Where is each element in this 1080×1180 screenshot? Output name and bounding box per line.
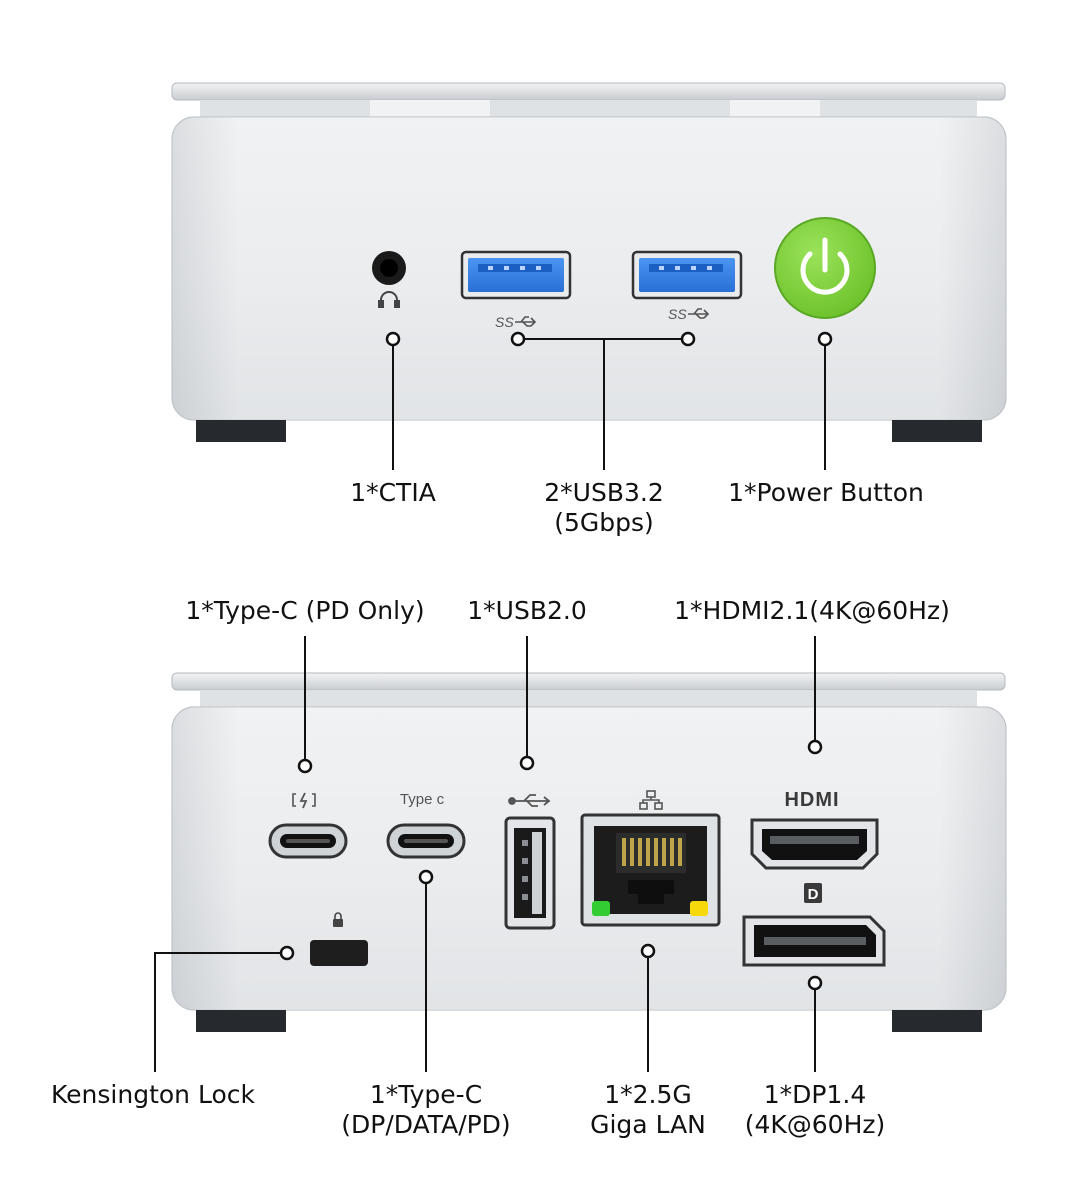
superspeed-usb-icon: SS (668, 306, 710, 322)
typec-pd-port (268, 823, 348, 859)
typec-full-port (386, 823, 466, 859)
front-foot-left (196, 420, 286, 442)
usb20-label: 1*USB2.0 (467, 596, 587, 625)
front-lid-gap (200, 100, 977, 118)
rear-foot-right (892, 1010, 982, 1032)
usb20-callout-dot (519, 755, 535, 771)
usb32-port-2 (631, 250, 743, 300)
ctia-callout-dot (385, 331, 401, 347)
headphone-icon (378, 291, 400, 308)
typec-full-label-line2: (DP/DATA/PD) (341, 1110, 511, 1139)
power-button (774, 217, 876, 319)
rear-foot-left (196, 1010, 286, 1032)
typec-pd-callout-dot (297, 758, 313, 774)
power-icon (800, 237, 850, 295)
usb32-callout-dot-2 (680, 331, 696, 347)
dp-port (742, 915, 886, 967)
lan-led-yellow (690, 901, 708, 916)
rear-lid (171, 672, 1006, 691)
lan-led-green (592, 901, 610, 916)
dp-label-line1: 1*DP1.4 (763, 1080, 867, 1109)
hdmi-logo: HDMI (784, 789, 839, 811)
hdmi-port (750, 818, 879, 870)
ctia-label: 1*CTIA (350, 478, 436, 507)
network-icon (639, 790, 663, 810)
typec-full-label-line1: 1*Type-C (369, 1080, 483, 1109)
dp-label-line2: (4K@60Hz) (744, 1110, 886, 1139)
dp-label: 1*DP1.4 (4K@60Hz) (730, 1080, 900, 1140)
typec-full-label: 1*Type-C (DP/DATA/PD) (321, 1080, 531, 1140)
front-foot-right (892, 420, 982, 442)
hdmi-label: 1*HDMI2.1(4K@60Hz) (674, 596, 950, 625)
typec-pd-label: 1*Type-C (PD Only) (185, 596, 425, 625)
usb-icon (508, 794, 551, 807)
kensington-lock-slot (310, 940, 368, 966)
power-button-label: 1*Power Button (728, 478, 924, 507)
hdmi-callout-dot (807, 739, 823, 755)
power-callout-dot (817, 331, 833, 347)
lan-label: 1*2.5G Giga LAN (568, 1080, 728, 1140)
usb32-label-line1: 2*USB3.2 (544, 478, 664, 507)
lan-port (580, 813, 721, 927)
lan-label-line1: 1*2.5G (604, 1080, 692, 1109)
usb32-callout-dot-1 (510, 331, 526, 347)
superspeed-usb-icon: SS (495, 314, 537, 330)
dp-callout-dot (807, 975, 823, 991)
lock-icon (333, 912, 343, 927)
svg-text:SS: SS (495, 314, 514, 330)
typec-port-marking: Type c (400, 791, 445, 808)
lan-label-line2: Giga LAN (590, 1110, 706, 1139)
lan-callout-dot (640, 943, 656, 959)
kensington-label: Kensington Lock (51, 1080, 255, 1109)
usb32-label-line2: (5Gbps) (554, 508, 654, 537)
front-panel: SS SS (171, 82, 1007, 470)
kensington-callout-line (154, 952, 281, 1072)
displayport-icon: D (804, 883, 822, 903)
kensington-callout-dot (279, 945, 295, 961)
typec-full-callout-dot (418, 869, 434, 885)
svg-text:D: D (808, 886, 819, 903)
front-lid (171, 82, 1006, 101)
charging-icon (292, 792, 316, 809)
usb20-port (504, 816, 556, 930)
svg-text:SS: SS (668, 306, 687, 322)
usb32-port-1 (460, 250, 572, 300)
rear-panel: Type c (154, 636, 1007, 1072)
usb32-label: 2*USB3.2 (5Gbps) (504, 478, 704, 538)
